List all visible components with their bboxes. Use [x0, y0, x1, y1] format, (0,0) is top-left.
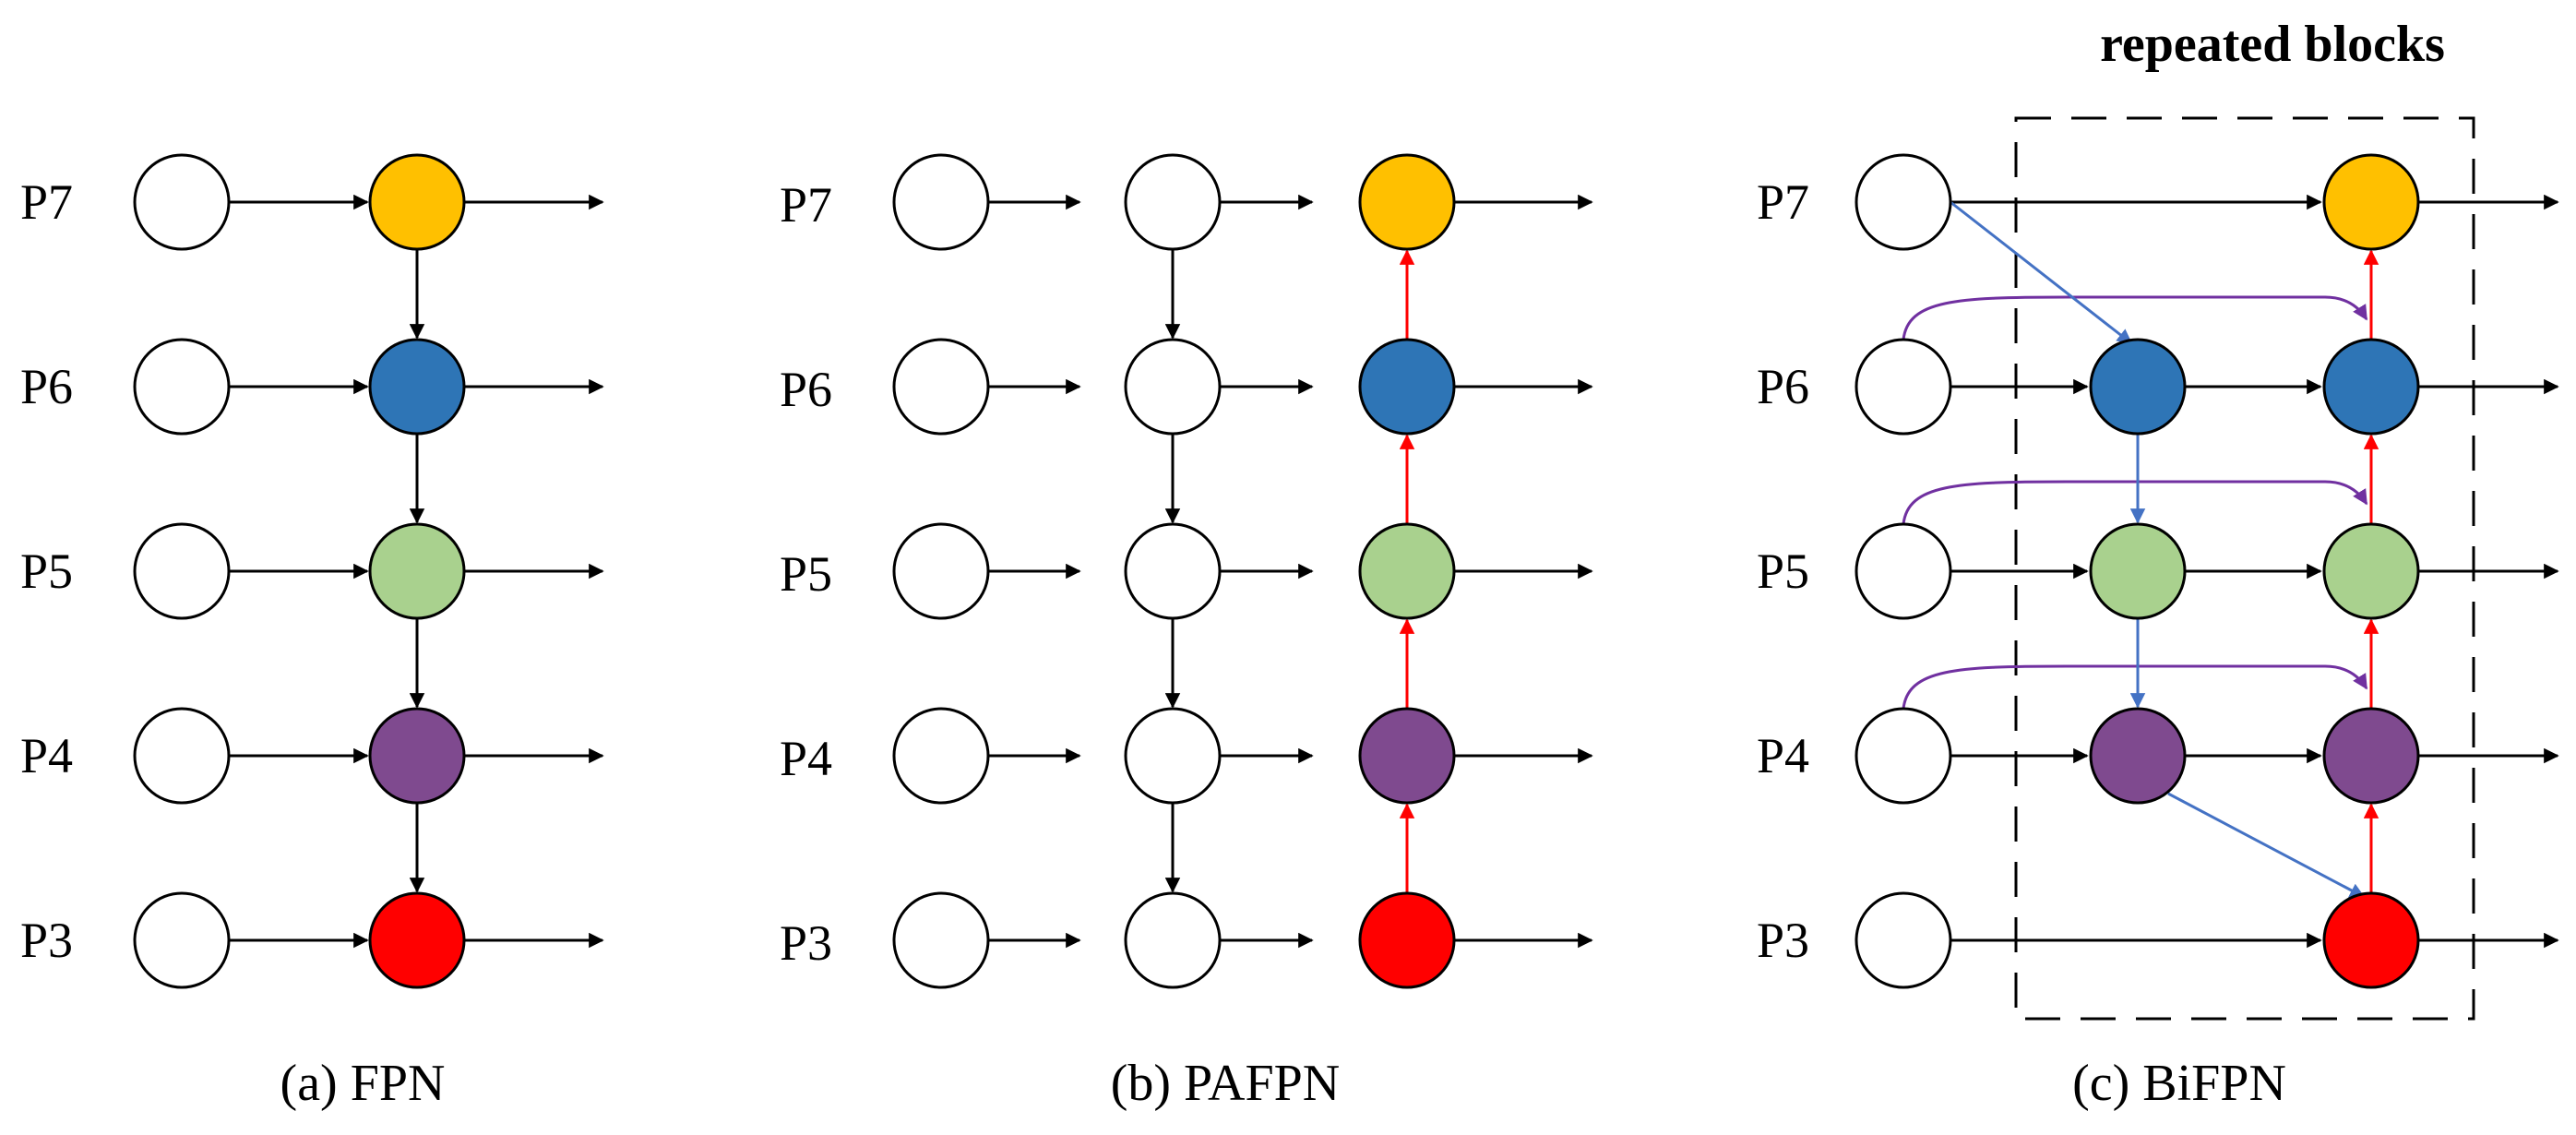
output-node-p7 [1358, 153, 1456, 251]
level-label-p5: P5 [20, 544, 73, 599]
repeated-blocks-box [2014, 116, 2475, 1021]
caption-pafpn: (b) PAFPN [1111, 1055, 1340, 1112]
bifpn-skip-edges [1902, 295, 2368, 710]
edge [1902, 480, 2368, 525]
level-label-p7: P7 [780, 177, 832, 233]
output-node-p5 [1358, 522, 1456, 620]
output-node-p4 [1358, 707, 1456, 805]
level-label-p4: P4 [780, 731, 832, 786]
output-node-p4 [368, 707, 466, 805]
level-label-p3: P3 [1757, 913, 1809, 968]
input-node-p5 [892, 522, 990, 620]
input-node-p6 [892, 338, 990, 436]
level-label-p4: P4 [1757, 728, 1809, 783]
pafpn-lateral-edges [988, 194, 1593, 949]
output-node-p6 [1358, 338, 1456, 436]
caption-bifpn: (c) BiFPN [2072, 1055, 2286, 1112]
output-node-p4 [2322, 707, 2420, 805]
output-node-p3 [368, 891, 466, 989]
edge [2167, 792, 2366, 899]
input-node-p5 [1854, 522, 1952, 620]
level-label-p5: P5 [780, 546, 832, 602]
input-node-p4 [133, 707, 231, 805]
output-node-p7 [368, 153, 466, 251]
intermediate-node-p6 [1124, 338, 1222, 436]
level-label-p7: P7 [1757, 174, 1809, 230]
bifpn-cross-scale-edges [1950, 200, 2366, 899]
output-node-p7 [2322, 153, 2420, 251]
intermediate-node-p5 [1124, 522, 1222, 620]
bifpn-lateral-edges [1950, 194, 2559, 949]
edge [1902, 664, 2368, 710]
input-node-p3 [133, 891, 231, 989]
level-label-p6: P6 [1757, 359, 1809, 414]
level-label-p4: P4 [20, 728, 73, 783]
edge [1902, 295, 2368, 340]
input-node-p3 [892, 891, 990, 989]
input-node-p3 [1854, 891, 1952, 989]
input-node-p6 [1854, 338, 1952, 436]
output-node-p6 [368, 338, 466, 436]
output-node-p3 [1358, 891, 1456, 989]
output-node-p3 [2322, 891, 2420, 989]
intermediate-node-p6 [2089, 338, 2187, 436]
output-node-p5 [368, 522, 466, 620]
panel-bifpn: repeated blocks P7 P6 P5 P4 P3 [1757, 16, 2559, 1112]
input-node-p7 [892, 153, 990, 251]
input-node-p4 [892, 707, 990, 805]
output-node-p6 [2322, 338, 2420, 436]
input-node-p5 [133, 522, 231, 620]
level-label-p3: P3 [780, 915, 832, 971]
level-label-p7: P7 [20, 174, 73, 230]
panel-fpn: P7 P6 P5 P4 P3 [20, 153, 604, 1112]
intermediate-node-p3 [1124, 891, 1222, 989]
repeated-blocks-title: repeated blocks [2100, 16, 2445, 73]
input-node-p7 [1854, 153, 1952, 251]
input-node-p7 [133, 153, 231, 251]
input-node-p6 [133, 338, 231, 436]
intermediate-node-p4 [1124, 707, 1222, 805]
panel-pafpn: P7 P6 P5 P4 P3 [780, 153, 1593, 1112]
edge [1950, 200, 2133, 345]
intermediate-node-p5 [2089, 522, 2187, 620]
output-node-p5 [2322, 522, 2420, 620]
intermediate-node-p7 [1124, 153, 1222, 251]
fpn-lateral-edges [229, 194, 604, 949]
level-label-p3: P3 [20, 913, 73, 968]
intermediate-node-p4 [2089, 707, 2187, 805]
caption-fpn: (a) FPN [280, 1055, 446, 1112]
level-label-p6: P6 [780, 362, 832, 417]
level-label-p6: P6 [20, 359, 73, 414]
input-node-p4 [1854, 707, 1952, 805]
level-label-p5: P5 [1757, 544, 1809, 599]
